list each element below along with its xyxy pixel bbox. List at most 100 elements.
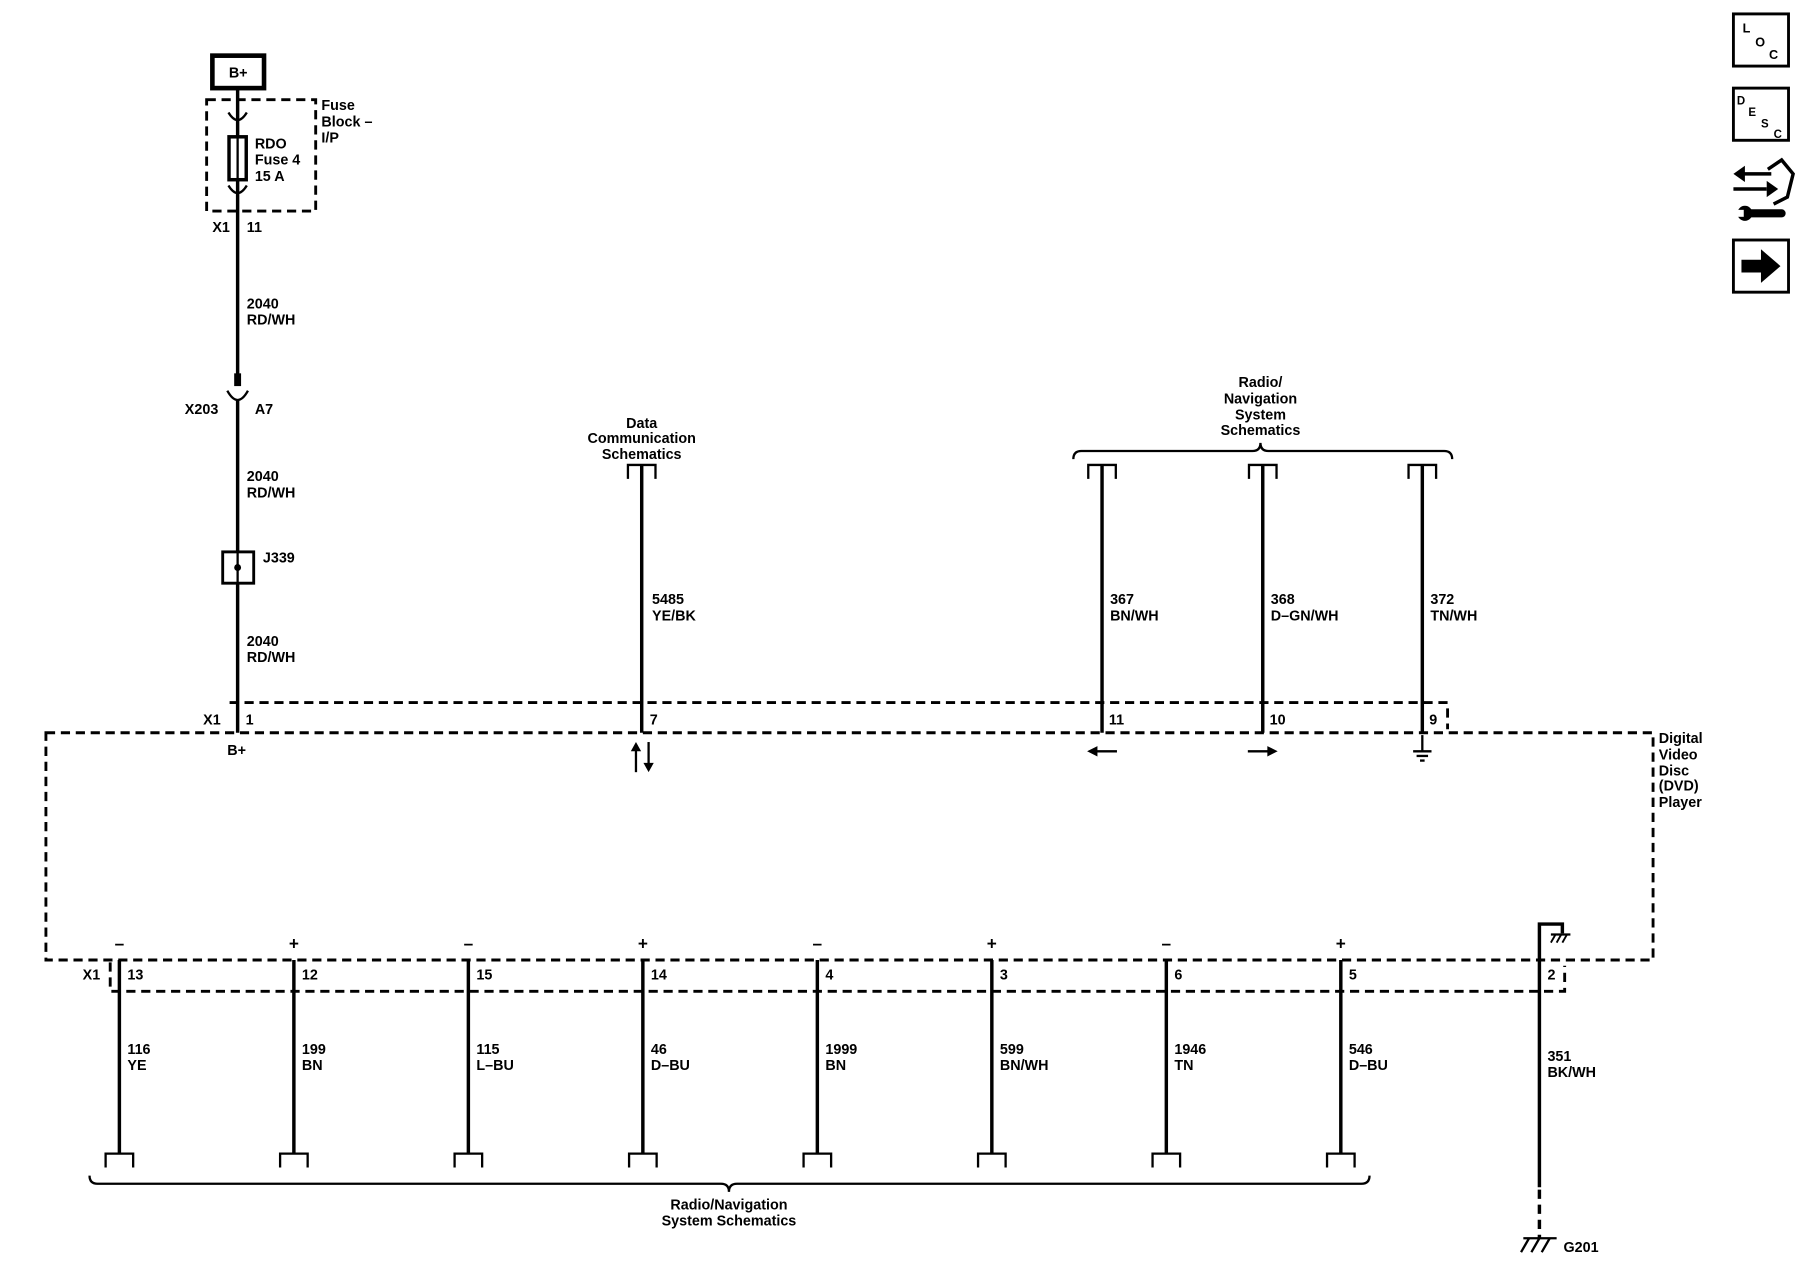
data-communication-label: Communication [588,431,696,447]
description-button[interactable]: D E S C [1731,86,1790,142]
circuit-number: 351 [1547,1049,1571,1065]
fuse-label: RDO [255,136,287,152]
connector-outline [1766,157,1795,206]
grouping-brace [1072,442,1454,460]
arrow-right-icon [1247,746,1278,757]
wire-color: RD/WH [247,485,296,501]
wrench-head [1737,205,1753,221]
ground-circuit: 2 351 BK/WH G201 [1520,922,1599,1256]
wire-color: BN [825,1058,846,1074]
polarity-sign: + [987,933,997,953]
circuit-number: 199 [302,1042,326,1058]
location-letter: C [1769,48,1778,62]
wrench-jaw [1735,209,1744,217]
wire-color: BK/WH [1547,1065,1596,1081]
down-arrow-head [643,762,654,773]
top-connector-name: X1 [203,713,221,729]
next-page-button[interactable] [1731,238,1790,294]
arrow-head [1267,746,1278,757]
location-letter: O [1755,35,1765,49]
fuse-label: Fuse 4 [255,153,300,169]
connector-views-icon[interactable] [1733,157,1795,221]
circuit-number: 2040 [247,469,279,485]
pin-number: 4 [825,968,833,984]
grouping-brace [88,1175,1371,1192]
radio-nav-label: Navigation [1224,391,1297,407]
radio-nav-label: Radio/ [1239,375,1283,391]
wire-color: D–BU [1349,1058,1388,1074]
location-icon[interactable] [1731,12,1790,68]
inline-connector-name: X203 [185,402,218,418]
ground-hatch [1530,1237,1541,1253]
data-communication-label: Schematics [602,447,682,463]
inline-connector-pin-label: A7 [255,402,273,418]
radio-nav-bottom-circuits: –13116YE+12199BN–15115L–BU+1446D–BU–4199… [104,933,1388,1168]
circuit-number: 116 [127,1042,150,1058]
location-letter: L [1743,21,1751,35]
wire-color: BN/WH [1000,1058,1049,1074]
circuit-number: 546 [1349,1042,1373,1058]
wire-color: D–BU [651,1058,690,1074]
wire-color: BN/WH [1110,608,1159,624]
radio-navigation-top-reference: Radio/ Navigation System Schematics 367B… [1072,375,1477,762]
fuse-block-label: I/P [321,131,339,147]
arrow-head [1087,746,1098,757]
pin-number: 7 [650,713,658,729]
dvd-player-outline [44,731,1655,962]
radio-nav-label: Schematics [1221,423,1301,439]
power-source: B+ [210,53,267,91]
supply-circuit: 2040 RD/WH X203 A7 2040 RD/WH J339 2040 … [185,89,296,733]
inline-connector-pin [234,373,242,387]
description-letter: E [1748,107,1756,119]
circuit-number: 115 [476,1042,499,1058]
circuit-number: 372 [1430,592,1454,608]
wire-color: D–GN/WH [1271,608,1339,624]
bottom-connector-name: X1 [83,968,101,984]
wire-color: YE [127,1058,147,1074]
fuse-block-outline [205,98,318,213]
pin-number: 14 [651,968,667,984]
fuse-block-pin: 11 [247,220,262,236]
case-ground-hatch [1561,934,1568,944]
polarity-sign: – [115,933,125,953]
data-communication-label: Data [626,416,658,432]
wire-color: TN [1174,1058,1193,1074]
location-button[interactable]: L O C [1731,12,1790,68]
arrow-left-icon [1087,746,1117,757]
polarity-sign: – [464,933,474,953]
dvd-player-label: Player [1659,795,1702,811]
polarity-sign: + [289,933,299,953]
ground-name: G201 [1564,1240,1599,1256]
power-source-label: B+ [229,66,248,82]
harness-connector-symbol [802,1152,833,1168]
bidirectional-arrow-icon [630,742,654,773]
fuse-block: Fuse Block – I/P RDO Fuse 4 15 A X1 11 [205,98,372,236]
wire-color: BN [302,1058,323,1074]
power-pin-number: 1 [246,713,254,729]
description-icon[interactable] [1731,86,1790,142]
pin-number: 10 [1270,713,1286,729]
circuit-number: 599 [1000,1042,1024,1058]
splice-dot [234,564,242,572]
power-source-box [210,53,267,91]
wire-color: L–BU [476,1058,513,1074]
fuse-block-connector: X1 [212,220,230,236]
wire-color: RD/WH [247,650,296,666]
fuse-block-label: Fuse [321,98,354,114]
circuit-number: 2040 [247,634,279,650]
circuit-number: 2040 [247,296,279,312]
data-communication-circuit: Data Communication Schematics 5485 YE/BK… [588,416,696,773]
fuse-block-label: Block – [321,114,372,130]
description-letter: D [1737,95,1745,107]
case-ground-hatch [1550,934,1557,944]
